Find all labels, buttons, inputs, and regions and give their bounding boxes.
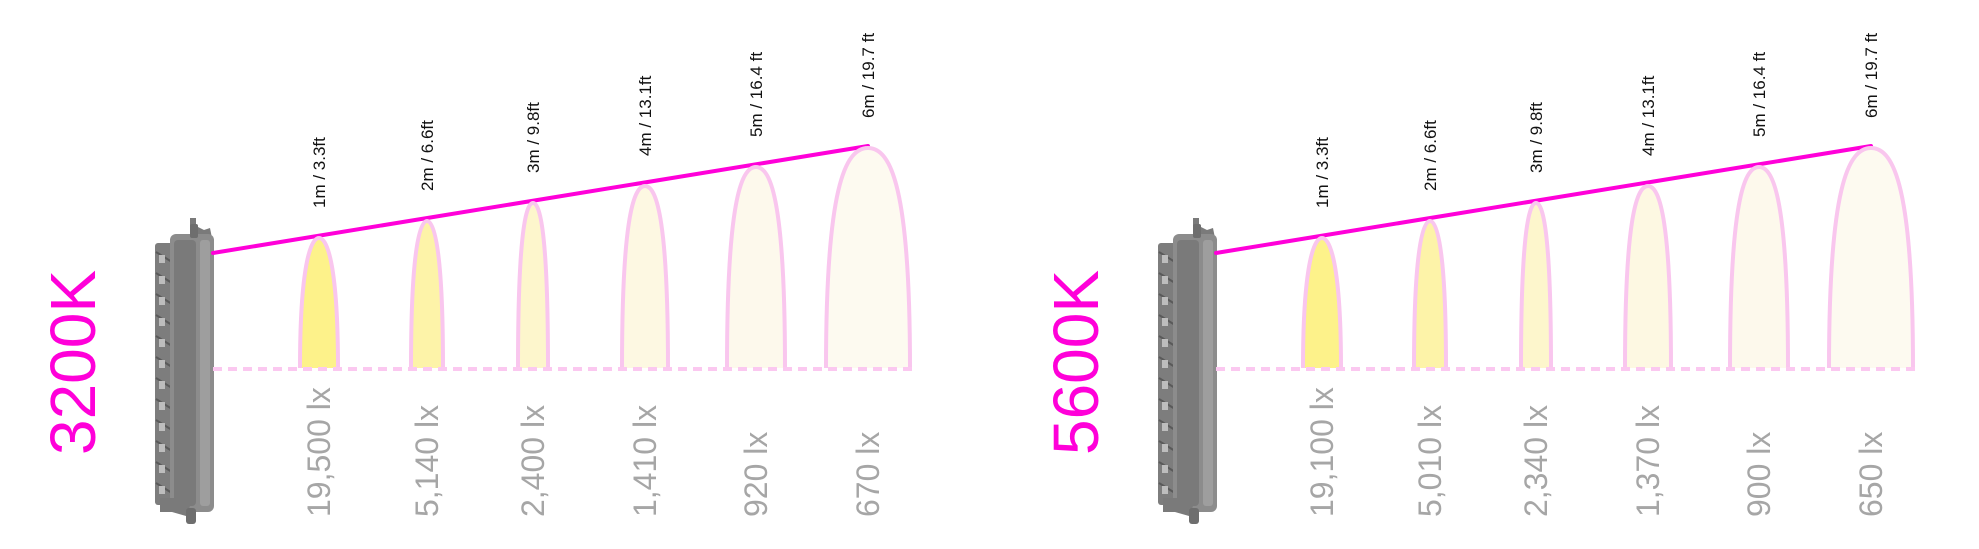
- beam-shape: [298, 235, 340, 369]
- lux-label: 2,340 lx: [1518, 405, 1554, 517]
- lux-label: 1,410 lx: [627, 405, 663, 517]
- lux-label: 670 lx: [850, 432, 886, 517]
- photometric-panel-3200k: 3200K 1m / 3.3ft 2m / 6.6ft 3m / 9.8ft 4m / …: [37, 33, 918, 524]
- led-light-bar-icon: [1158, 218, 1217, 524]
- distance-label: 2m / 6.6ft: [418, 120, 437, 191]
- distance-label: 6m / 19.7 ft: [1862, 33, 1881, 118]
- lux-label: 5,140 lx: [409, 405, 445, 517]
- lux-label: 920 lx: [738, 432, 774, 517]
- distance-label: 5m / 16.4 ft: [747, 52, 766, 137]
- distance-label: 6m / 19.7 ft: [859, 33, 878, 118]
- beam-shape: [1412, 218, 1448, 369]
- distance-label: 3m / 9.8ft: [1527, 102, 1546, 173]
- lux-label: 650 lx: [1853, 432, 1889, 517]
- lux-label: 1,370 lx: [1630, 405, 1666, 517]
- lux-label: 19,500 lx: [301, 387, 337, 517]
- lux-label: 2,400 lx: [515, 405, 551, 517]
- cct-label: 5600K: [1040, 270, 1112, 455]
- cct-label: 3200K: [37, 270, 109, 455]
- beam-envelope-line: [1214, 144, 1873, 255]
- lux-label: 5,010 lx: [1412, 405, 1448, 517]
- distance-label: 1m / 3.3ft: [310, 137, 329, 208]
- beam-shape: [1623, 183, 1673, 369]
- distance-label: 1m / 3.3ft: [1313, 137, 1332, 208]
- beam-shape: [1519, 200, 1553, 369]
- led-light-bar-icon: [155, 218, 214, 524]
- beam-shape: [725, 164, 787, 369]
- beam-shape: [824, 145, 912, 369]
- distance-label: 3m / 9.8ft: [524, 102, 543, 173]
- beam-shape: [409, 218, 445, 369]
- beam-shape: [620, 183, 670, 369]
- distance-label: 5m / 16.4 ft: [1750, 52, 1769, 137]
- distance-label: 4m / 13.1ft: [636, 75, 655, 156]
- beam-shape: [1827, 145, 1915, 369]
- distance-label: 2m / 6.6ft: [1421, 120, 1440, 191]
- beam-shape: [1301, 235, 1343, 369]
- beam-shape: [516, 200, 550, 369]
- lux-label: 19,100 lx: [1304, 387, 1340, 517]
- lux-label: 900 lx: [1741, 432, 1777, 517]
- photometric-panel-5600k: 5600K 1m / 3.3ft 2m / 6.6ft 3m / 9.8ft 4m / …: [1040, 33, 1921, 524]
- beam-shape: [1728, 164, 1790, 369]
- distance-label: 4m / 13.1ft: [1639, 75, 1658, 156]
- beam-envelope-line: [211, 144, 870, 255]
